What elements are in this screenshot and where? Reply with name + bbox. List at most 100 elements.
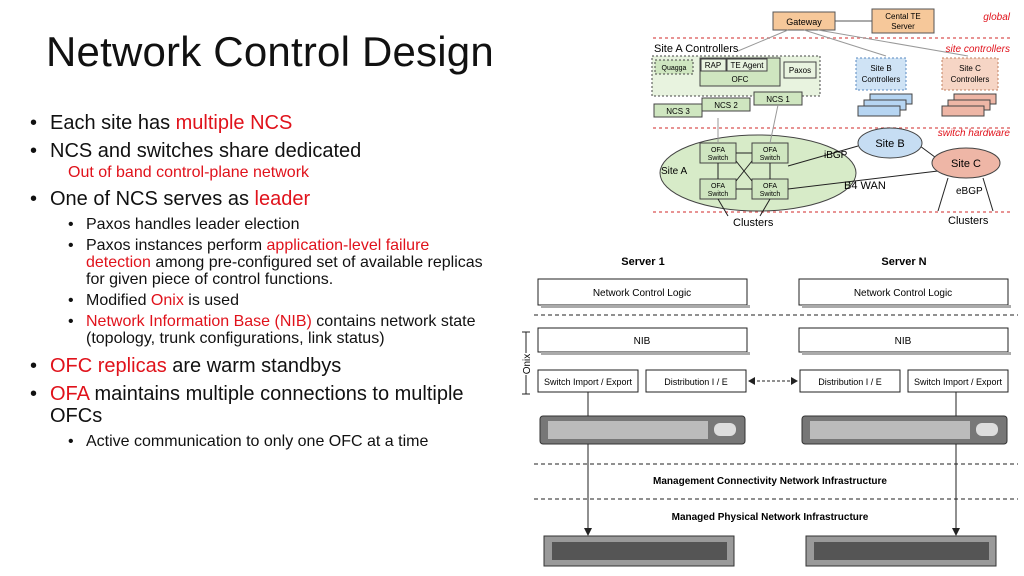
quagga-box [654,59,694,75]
ncs3-label: NCS 3 [666,107,690,116]
slide-title: Network Control Design [46,28,494,75]
nib-box [798,327,1009,353]
sub-bullet-text: Paxos handles leader election [86,216,300,233]
ebgp-label: eBGP [956,186,983,197]
site-c-controllers-box [941,57,999,91]
ofa-label: OFA [711,183,725,190]
b4-wan-label: B4 WAN [844,180,886,192]
sub-bullet-highlight: application-level failure detection [86,237,430,271]
sub-bullet-text: contains network state (topology, trunk … [86,313,476,347]
bullet-highlight: OFA [50,383,89,405]
bullet-list: Each site has multiple NCS NCS and switc… [28,112,498,454]
layer-label-global: global [983,12,1010,23]
site-b-controllers-label: Controllers [862,75,901,84]
rap-label: RAP [705,61,721,70]
bullet-item: Each site has multiple NCS [28,112,498,134]
sub-bullet-text: among pre-configured set of available re… [86,254,483,288]
onix-architecture-diagram: Server 1 Server N Network Control Logic … [521,256,1018,567]
rap-box [700,58,727,72]
sub-bullet-item: Active communication to only one OFC at … [28,433,498,450]
switch-import-export-box [907,369,1009,393]
site-c-cloud [931,147,1001,179]
sub-bullet-text: Modified [86,292,151,309]
ibgp-label: iBGP [824,150,848,161]
switch-label: Switch [760,155,781,162]
bullet-item: OFC replicas are warm standbys [28,355,498,377]
paxos-label: Paxos [789,66,811,75]
site-a-controllers-label: Site A Controllers [654,43,739,55]
bullet-text: One of NCS serves as [50,188,255,210]
connector-line [735,160,753,182]
ofc-label: OFC [732,75,749,84]
connector-line [803,29,887,57]
onix-label: Onix [522,354,533,375]
central-te-label: Cental TE [885,12,920,21]
quagga-label: Quagga [662,65,687,72]
layer-label-switch-hardware: switch hardware [938,128,1011,139]
site-c-label: Site C [951,158,981,170]
switch-label: Switch [708,191,729,198]
nib-label: NIB [895,336,912,347]
sub-bullet-item: Network Information Base (NIB) contains … [28,313,498,347]
shadow [541,305,750,308]
wan-link [787,170,939,190]
site-c-controllers-label: Site C [959,64,981,73]
server-1-label: Server 1 [621,256,664,268]
switch-ports [814,542,989,560]
arrow-head [748,377,755,385]
clusters-label: Clusters [733,217,774,229]
ncs1-label: NCS 1 [766,95,790,104]
sub-bullet-highlight: Onix [150,292,184,309]
connector-line [982,177,994,212]
physical-network-label: Managed Physical Network Infrastructure [672,512,869,523]
connector-line [717,198,729,217]
network-control-logic-box [798,278,1009,306]
site-b-cloud [857,127,923,159]
gateway-label: Gateway [786,17,822,27]
management-network-label: Management Connectivity Network Infrastr… [653,476,887,487]
server-bezel [976,423,998,436]
connector-line [937,177,949,212]
bullet-text: maintains multiple connections to multip… [50,383,464,427]
switch-label: Switch [760,191,781,198]
bullet-text: are warm standbys [166,355,342,377]
sub-bullet-text: Active communication to only one OFC at … [86,433,429,450]
site-c-ncs-box [941,105,985,117]
distribution-ie-label: Distribution I / E [818,377,882,387]
sub-bullet-item: Paxos handles leader election [28,216,498,233]
site-b-controllers-label: Site B [870,64,891,73]
nib-box [537,327,748,353]
connector-line [759,198,771,217]
clusters-label: Clusters [948,215,989,227]
ncs3-box [653,103,703,118]
b4-architecture-diagram: Gateway Cental TE Server global Site A C… [648,6,1018,231]
server-n-label: Server N [881,256,926,268]
bullet-text: NCS and switches share dedicated [50,140,362,162]
ncs2-label: NCS 2 [714,101,738,110]
sub-bullet-text: Paxos instances perform [86,237,267,254]
connector-line [817,29,969,57]
bullet-item: OFA maintains multiple connections to mu… [28,383,498,427]
central-te-label: Server [891,22,915,31]
sub-bullet-highlight: Network Information Base (NIB) [86,313,312,330]
switch-label: Switch [708,155,729,162]
te-agent-label: TE Agent [731,61,765,70]
bullet-highlight: leader [254,188,311,210]
sub-bullet-item: Paxos instances perform application-leve… [28,237,498,288]
switch-import-export-label: Switch Import / Export [914,377,1003,387]
shadow [802,305,1011,308]
distribution-ie-box [645,369,747,393]
arrow-head [791,377,798,385]
site-a-label: Site A [661,166,687,177]
bullet-subtext: Out of band control-plane network [68,164,310,181]
shadow [541,352,750,355]
connector-line [769,104,779,144]
onix-label-bg [521,353,532,375]
site-b-label: Site B [875,138,904,150]
site-b-ncs-box [857,105,901,117]
ofa-label: OFA [711,147,725,154]
sub-bullet-item: Modified Onix is used [28,292,498,309]
ofa-label: OFA [763,183,777,190]
te-agent-box [726,58,768,72]
bullet-item: One of NCS serves as leader [28,188,498,210]
